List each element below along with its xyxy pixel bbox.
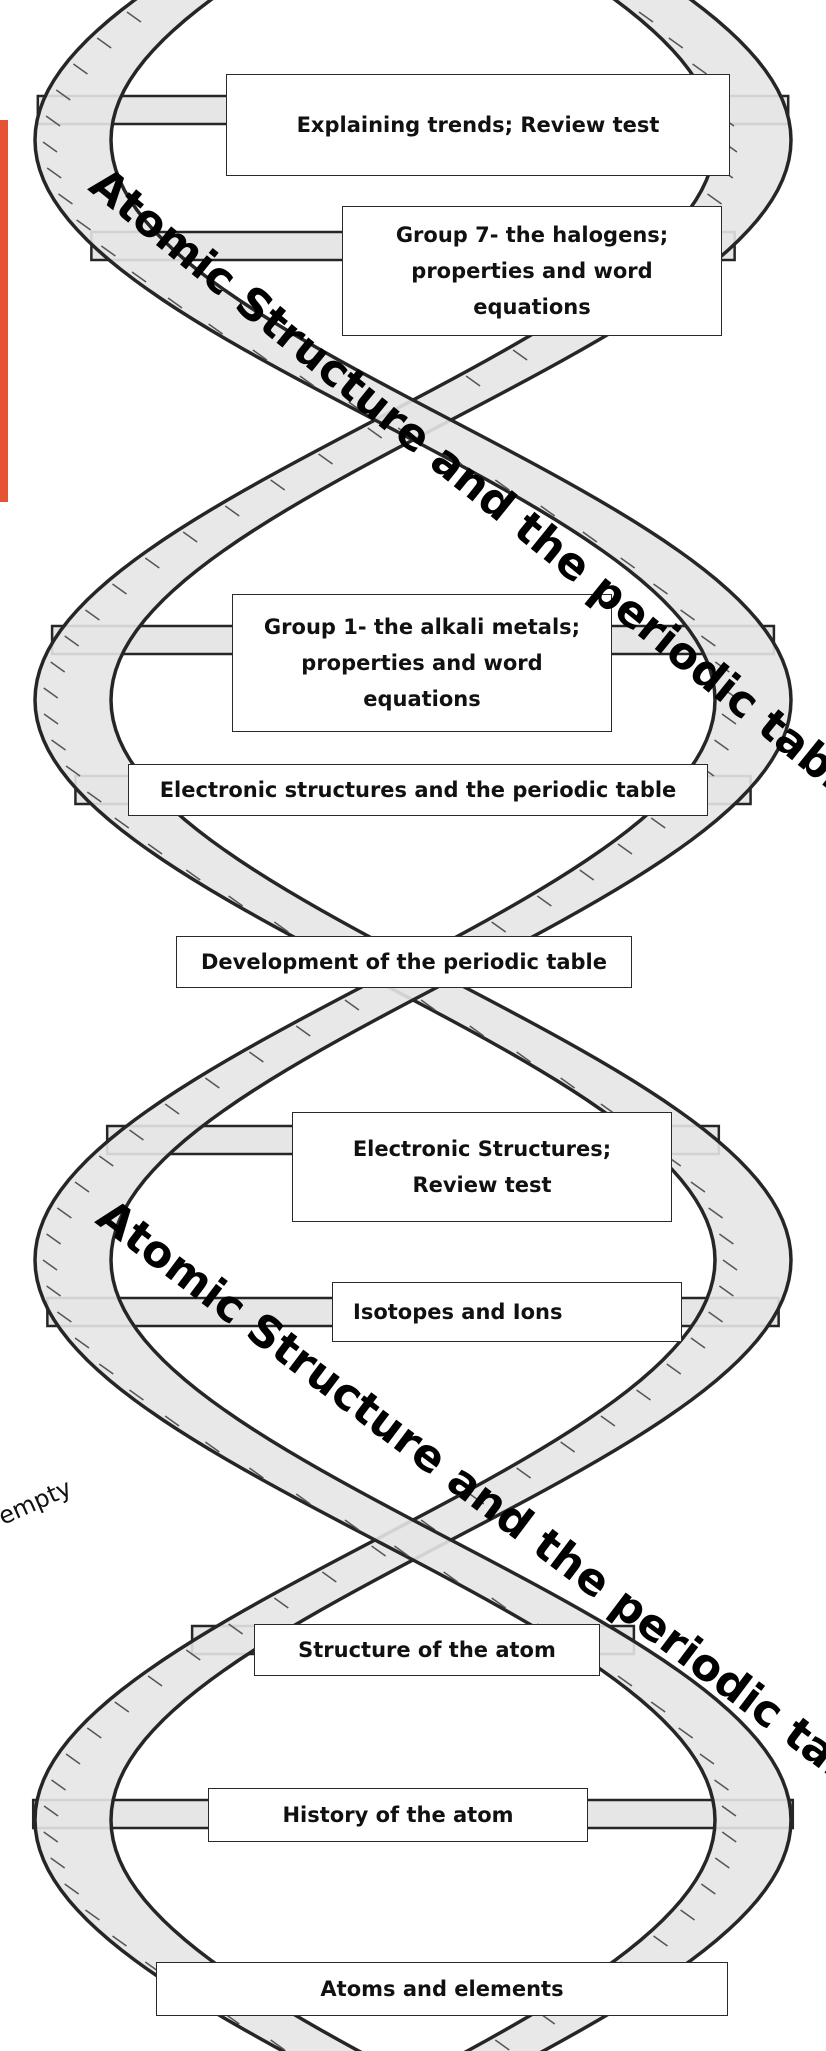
topic-history-of-atom: History of the atom: [208, 1788, 588, 1842]
topic-development-periodic-table: Development of the periodic table: [176, 936, 632, 988]
topic-electronic-structures-periodic-table: Electronic structures and the periodic t…: [128, 764, 708, 816]
topic-structure-of-atom: Structure of the atom: [254, 1624, 600, 1676]
topic-group-7-halogens: Group 7- the halogens; properties and wo…: [342, 206, 722, 336]
topic-atoms-and-elements: Atoms and elements: [156, 1962, 728, 2016]
topic-isotopes-and-ions: Isotopes and Ions: [332, 1282, 682, 1342]
topic-group-1-alkali-metals: Group 1- the alkali metals; properties a…: [232, 594, 612, 732]
topic-explaining-trends: Explaining trends; Review test: [226, 74, 730, 176]
topic-electronic-structures-review: Electronic Structures; Review test: [292, 1112, 672, 1222]
